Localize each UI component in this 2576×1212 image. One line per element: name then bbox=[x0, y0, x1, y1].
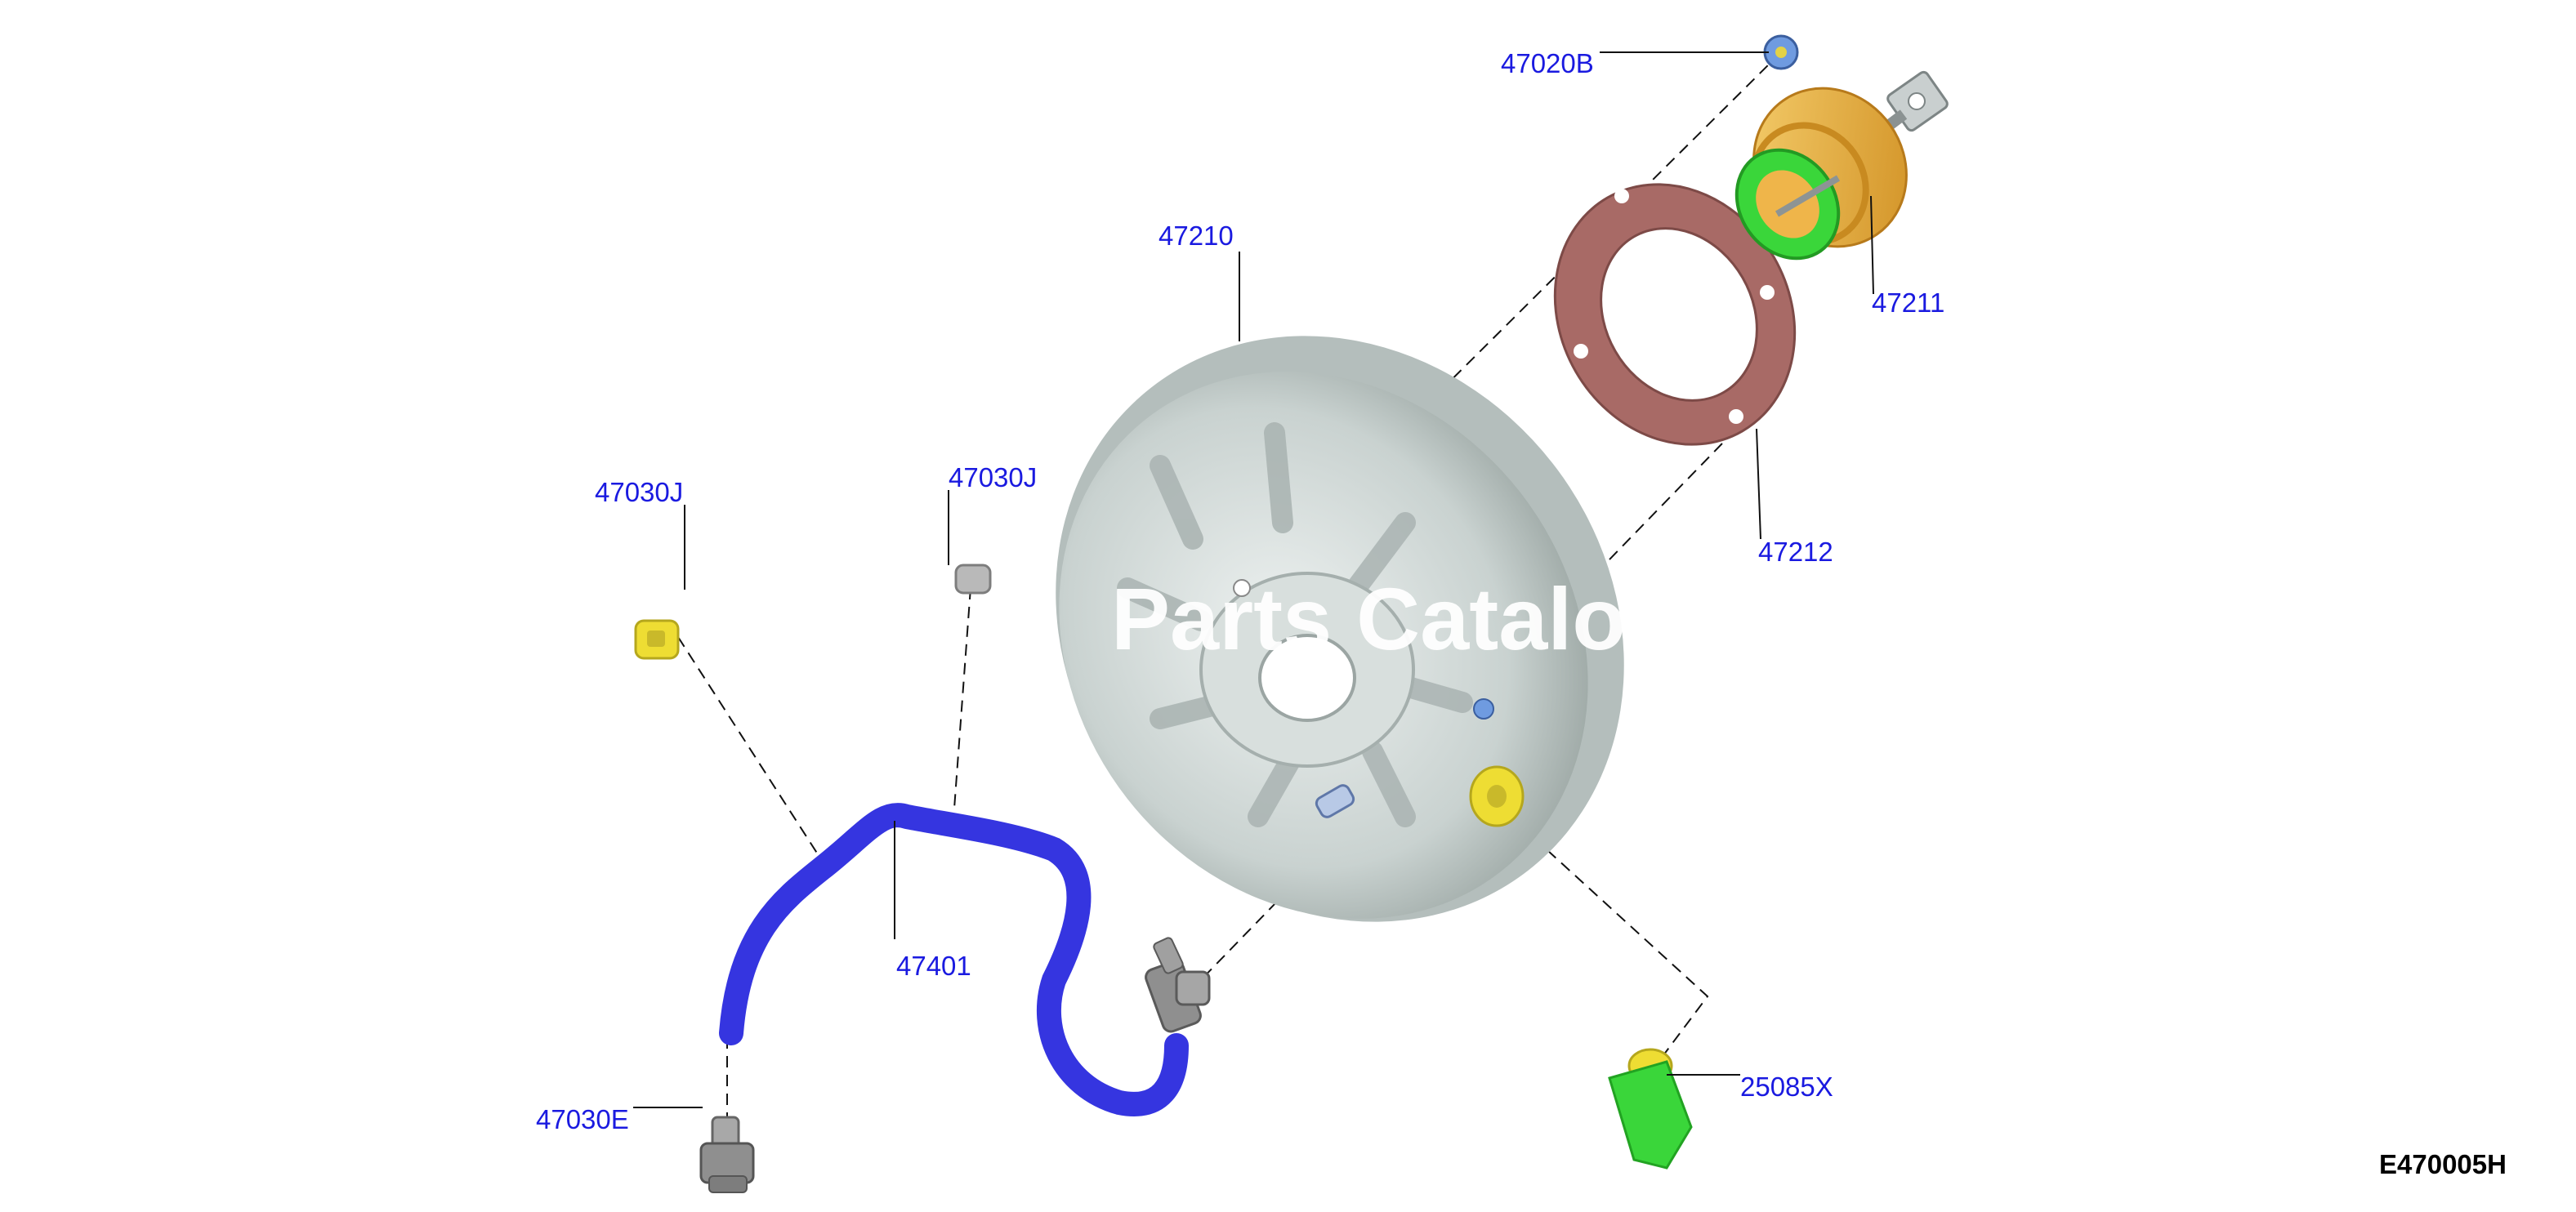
callout-47020b[interactable]: 47020B bbox=[1501, 48, 1594, 78]
gasket[interactable] bbox=[1508, 140, 1841, 488]
vacuum-sensor[interactable] bbox=[1608, 1048, 1693, 1170]
callout-47212[interactable]: 47212 bbox=[1758, 537, 1833, 567]
callout-47030j-right[interactable]: 47030J bbox=[949, 462, 1037, 492]
hose-clamp-bottom[interactable] bbox=[699, 1116, 755, 1193]
callout-47401[interactable]: 47401 bbox=[896, 951, 971, 981]
booster-ribs bbox=[1117, 422, 1473, 827]
leader-lines bbox=[633, 51, 1874, 1108]
push-rod-housing[interactable] bbox=[1716, 58, 1949, 278]
hose-clip-left[interactable] bbox=[634, 619, 680, 660]
booster-fitting-upper bbox=[1473, 698, 1494, 720]
booster-stud bbox=[1233, 579, 1251, 597]
assembly-line-valve bbox=[1519, 824, 1709, 1063]
diagram-code: E470005H bbox=[2379, 1149, 2507, 1179]
check-valve-grommet[interactable] bbox=[1469, 765, 1525, 827]
callout-labels: 47020B 47210 47211 47212 47030J 47030J 4… bbox=[536, 48, 1944, 1134]
hose-clip-right[interactable] bbox=[954, 564, 992, 595]
callout-47211[interactable]: 47211 bbox=[1872, 287, 1944, 318]
callout-25085x[interactable]: 25085X bbox=[1740, 1072, 1833, 1102]
assembly-line-bolt bbox=[1241, 51, 1782, 589]
assembly-line-clip-left bbox=[677, 636, 826, 867]
watermark: Parts Catalo bbox=[1111, 569, 1626, 668]
bolt-47020b[interactable] bbox=[1763, 34, 1799, 70]
callout-47210[interactable]: 47210 bbox=[1159, 221, 1234, 251]
vacuum-hose[interactable] bbox=[719, 803, 1189, 1116]
booster-fitting-lower bbox=[1315, 784, 1355, 818]
hose-fitting-upper[interactable] bbox=[1144, 937, 1211, 1034]
assembly-line-clip-right bbox=[953, 587, 971, 809]
leader-47212 bbox=[1756, 428, 1761, 540]
leader-47211 bbox=[1870, 195, 1874, 295]
callout-47030e[interactable]: 47030E bbox=[536, 1104, 629, 1134]
callout-47030j-left[interactable]: 47030J bbox=[595, 477, 683, 507]
booster-center-hole bbox=[1258, 634, 1356, 722]
